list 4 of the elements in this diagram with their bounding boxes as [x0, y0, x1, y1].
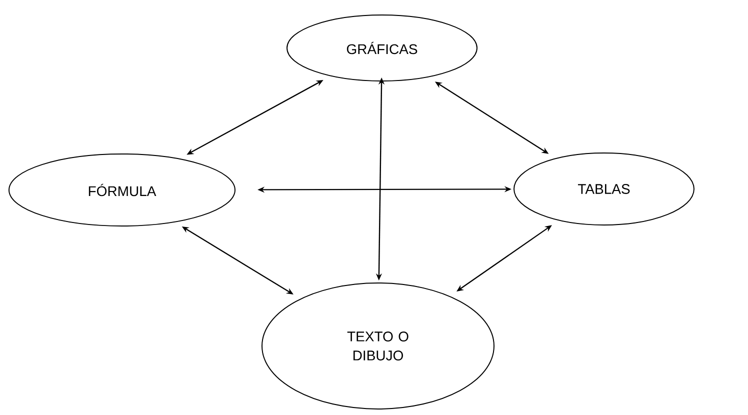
- ellipse-node: GRÁFICAS: [286, 14, 478, 82]
- ellipse-node: FÓRMULA: [8, 154, 236, 226]
- ellipse-node: TEXTO O DIBUJO: [262, 282, 494, 410]
- ellipse-node: TABLAS: [514, 152, 694, 226]
